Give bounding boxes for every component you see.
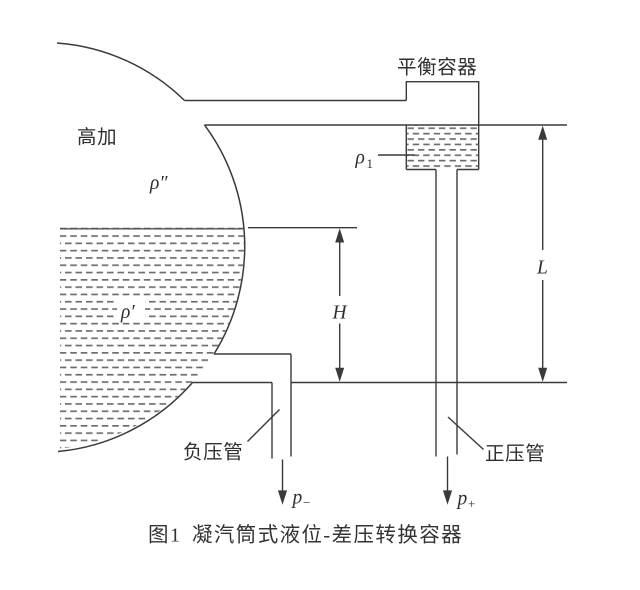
pos-pipe-label: 正压管 — [485, 443, 545, 465]
balance-vessel-label: 平衡容器 — [397, 57, 477, 79]
dim-h-label: H — [332, 303, 348, 324]
heater-liquid-fill — [60, 227, 245, 450]
rho1-label: ρ — [355, 148, 365, 169]
neg-pipe-label: 负压管 — [183, 442, 243, 464]
figure-caption: 图1 凝汽筒式液位-差压转换容器 — [148, 524, 463, 547]
p-minus-subscript: − — [303, 495, 310, 510]
positive-pressure-pipe — [435, 169, 458, 457]
figure-number: 图1 — [148, 525, 182, 547]
heater-shell-arc — [56, 42, 246, 453]
rho-steam-label: ρ″ — [149, 173, 168, 194]
figure-title: 凝汽筒式液位-差压转换容器 — [192, 524, 463, 547]
pos-pipe-leader-line — [447, 416, 484, 451]
p-minus-arrow — [277, 459, 288, 505]
p-plus-subscript: + — [468, 496, 475, 511]
rho1-subscript: 1 — [367, 156, 374, 171]
rho-liquid-label: ρ′ — [120, 302, 135, 323]
p-plus-arrow — [442, 456, 453, 505]
balance-vessel-liquid-fill — [406, 125, 479, 170]
dimension-l — [538, 125, 548, 382]
neg-pipe-leader-line — [247, 409, 280, 442]
negative-pressure-pipe — [214, 353, 292, 459]
dimension-h — [335, 228, 345, 382]
dim-l-label: L — [536, 258, 548, 279]
p-plus-label: p — [456, 489, 468, 510]
rho-liquid-knockout — [117, 298, 145, 322]
heater-label: 高加 — [77, 127, 117, 149]
balance-vessel — [405, 81, 480, 171]
p-minus-label: p — [291, 488, 303, 509]
